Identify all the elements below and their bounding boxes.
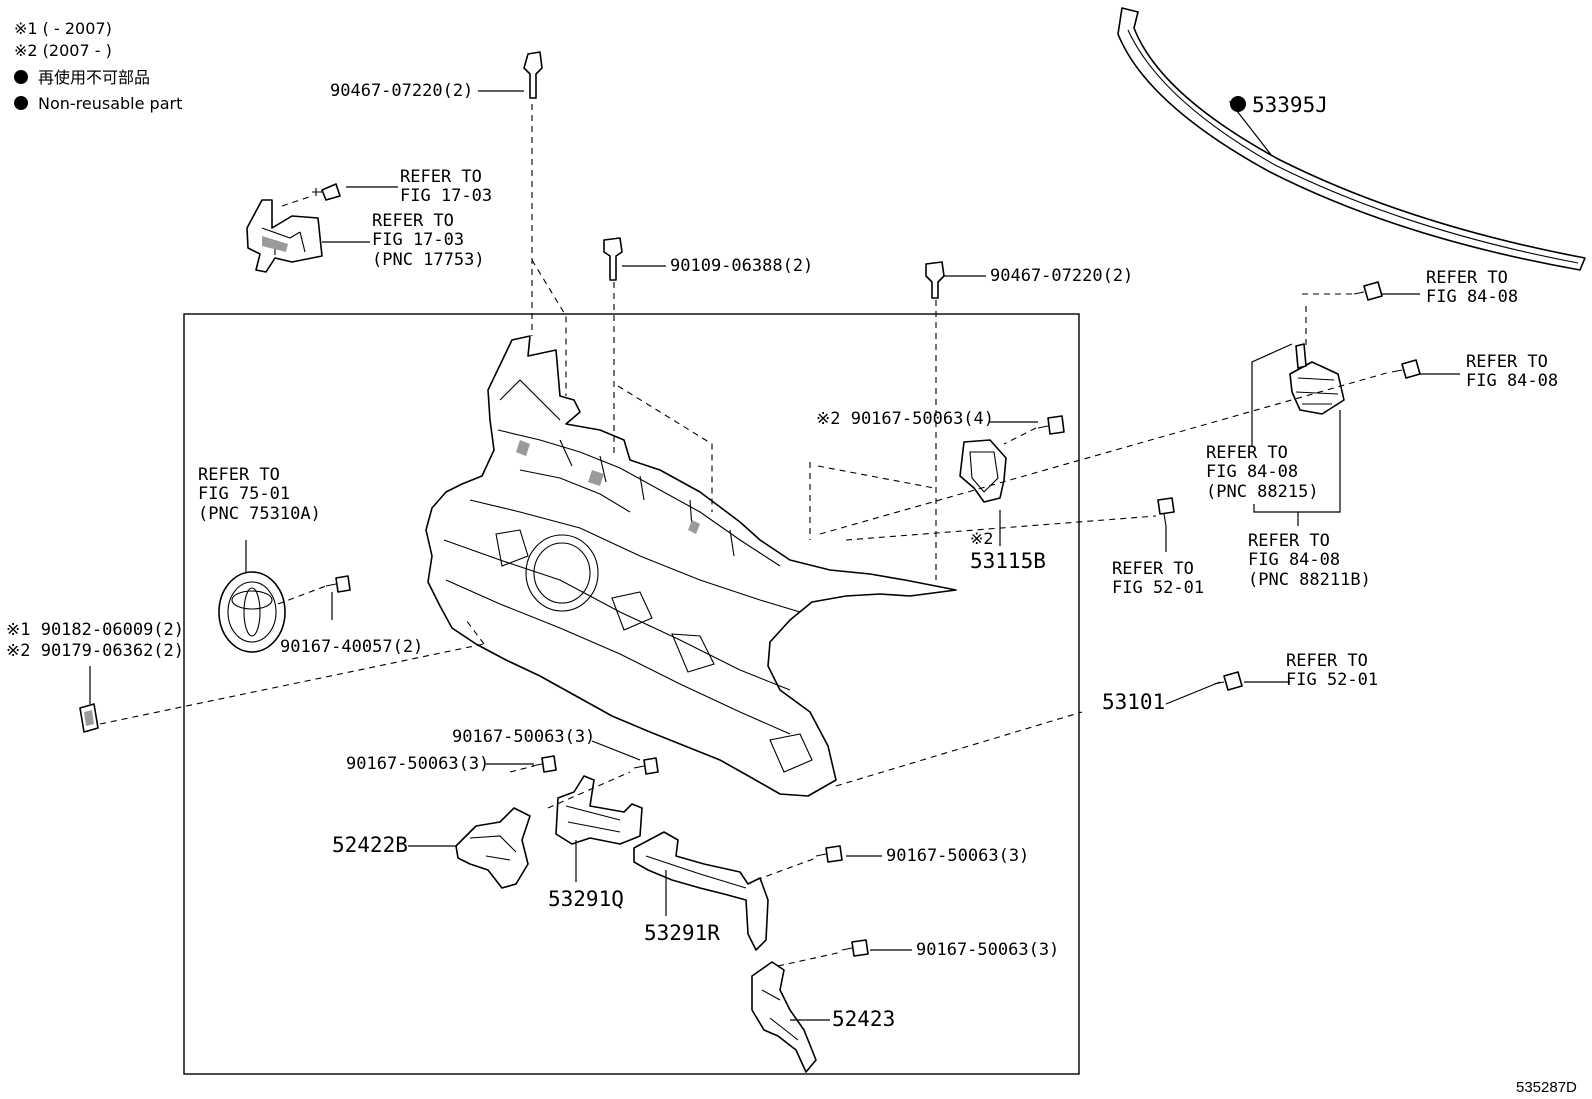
legend-jp-text: 再使用不可部品 [38,68,150,87]
label-refer-fig-17-03-b3: (PNC 17753) [372,250,485,270]
label-refer-fig-52-01-a1: REFER TO [1112,559,1194,579]
label-90167-50063-3a: 90167-50063(3) [452,727,595,747]
part-labels: 90467-07220(2) REFER TO FIG 17-03 REFER … [6,81,1558,1031]
label-refer-fig-52-01-a2: FIG 52-01 [1112,578,1204,598]
legend-en-text: Non-reusable part [38,94,182,113]
label-refer-fig-84-08-b1: REFER TO [1466,352,1548,372]
label-90167-50063-4: ※2 90167-50063(4) [816,409,994,429]
label-refer-fig-84-08-a1: REFER TO [1426,268,1508,288]
label-52423: 52423 [832,1007,895,1031]
bolt-icon [1353,281,1383,301]
bolt-icon [841,939,869,957]
bolt-icon [325,575,351,593]
hood-lock-bracket [246,199,323,273]
label-refer-fig-17-03-b1: REFER TO [372,211,454,231]
label-refer-fig-75-01-1: REFER TO [198,465,280,485]
label-53115b: 53115B [970,549,1046,573]
label-52422b: 52422B [332,833,408,857]
bolt-icon [523,51,543,99]
legend: ※1 ( - 2007) ※2 (2007 - ) 再使用不可部品 Non-re… [14,19,182,113]
label-90167-50063-3b: 90167-50063(3) [346,754,489,774]
radiator-support-53101 [425,335,957,797]
bracket-52422b [455,807,531,889]
label-53291r: 53291R [644,921,720,945]
bolt-icon [925,261,945,299]
label-53115b-mark: ※2 [970,529,994,548]
label-refer-fig-84-08-c3: (PNC 88215) [1206,482,1319,502]
label-90109-06388: 90109-06388(2) [670,256,813,276]
document-id: 535287D [1516,1079,1577,1096]
label-90167-50063-3c: 90167-50063(3) [886,846,1029,866]
non-reusable-dot-icon [14,96,28,110]
legend-note-1: ※1 ( - 2007) [14,19,112,38]
label-90467-07220-mid: 90467-07220(2) [990,266,1133,286]
bolt-icon [312,183,341,201]
bolt-icon [633,757,659,775]
label-90182-06009: ※1 90182-06009(2) [6,620,184,640]
label-refer-fig-84-08-b2: FIG 84-08 [1466,371,1558,391]
dashed-connectors [99,104,1391,967]
non-reusable-dot-icon [14,70,28,84]
label-53101: 53101 [1102,690,1165,714]
label-90167-40057: 90167-40057(2) [280,637,423,657]
label-refer-fig-52-01-b2: FIG 52-01 [1286,670,1378,690]
label-refer-fig-17-03-a1: REFER TO [400,167,482,187]
label-refer-fig-84-08-c1: REFER TO [1206,443,1288,463]
bolt-icon [603,237,623,281]
bolt-icon [1213,671,1243,691]
label-refer-fig-84-08-c2: FIG 84-08 [1206,462,1298,482]
bracket-53291q [555,775,643,845]
label-90167-50063-3d: 90167-50063(3) [916,940,1059,960]
label-refer-fig-84-08-d2: FIG 84-08 [1248,550,1340,570]
label-refer-fig-84-08-d3: (PNC 88211B) [1248,570,1371,590]
bolt-icon [815,845,843,863]
label-53395j: 53395J [1252,93,1328,117]
label-refer-fig-75-01-2: FIG 75-01 [198,484,290,504]
horn-sensor [1289,343,1345,415]
legend-note-2: ※2 (2007 - ) [14,41,112,60]
non-reusable-dot-icon [1230,96,1246,112]
label-53291q: 53291Q [548,887,624,911]
label-refer-fig-75-01-3: (PNC 75310A) [198,504,321,524]
label-refer-fig-84-08-d1: REFER TO [1248,531,1330,551]
bolt-icon [1391,359,1421,379]
bolt-icon [1037,415,1065,435]
toyota-emblem [218,571,286,653]
seal-strip-53395j [1117,7,1586,271]
clip-icon [79,703,99,733]
label-90179-06362: ※2 90179-06362(2) [6,641,184,661]
assembly-frame [183,313,1080,1075]
bracket-53115b [959,439,1007,503]
label-refer-fig-84-08-a2: FIG 84-08 [1426,287,1518,307]
bracket-53291r [633,831,769,951]
leader-lines [89,90,1460,1021]
label-refer-fig-17-03-a2: FIG 17-03 [400,186,492,206]
label-refer-fig-52-01-b1: REFER TO [1286,651,1368,671]
bracket-52423 [751,961,817,1073]
label-90467-07220-top: 90467-07220(2) [330,81,473,101]
bolt-icon [531,755,557,773]
bolt-icon [1157,497,1175,527]
label-refer-fig-17-03-b2: FIG 17-03 [372,230,464,250]
